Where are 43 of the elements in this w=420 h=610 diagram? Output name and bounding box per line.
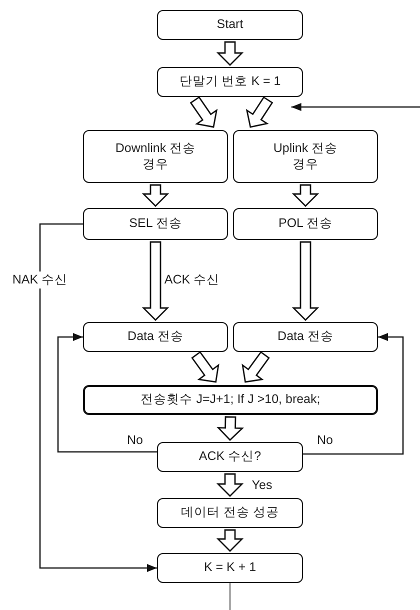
node-text: SEL 전송 xyxy=(129,216,182,232)
node-text: 데이터 전송 성공 xyxy=(181,505,279,521)
node-text: Downlink 전송 경우 xyxy=(114,140,197,172)
block-arrow xyxy=(292,184,320,207)
process-box xyxy=(83,385,378,415)
block-arrow xyxy=(216,416,244,441)
process-box xyxy=(83,208,228,240)
block-arrow xyxy=(190,96,218,128)
arrow xyxy=(303,333,404,455)
edge-label: No xyxy=(125,433,145,447)
block-arrow xyxy=(216,41,244,66)
process-box xyxy=(157,498,303,528)
process-box xyxy=(157,442,303,472)
block-arrow xyxy=(216,529,244,552)
node-text: Data 전송 xyxy=(128,329,184,345)
block-arrow xyxy=(246,96,274,128)
block-arrow xyxy=(191,351,220,383)
node-text: Data 전송 xyxy=(278,329,334,345)
process-box xyxy=(157,67,303,97)
edge-label: Yes xyxy=(250,478,274,492)
node-text: ACK 수신? xyxy=(198,449,262,465)
process-box xyxy=(83,130,228,183)
node-text: POL 전송 xyxy=(278,216,333,232)
process-box xyxy=(233,130,378,183)
process-box xyxy=(83,322,228,352)
process-box xyxy=(233,208,378,240)
block-arrow xyxy=(142,184,170,207)
block-arrow xyxy=(216,473,244,497)
node-text: Start xyxy=(216,17,244,33)
arrow xyxy=(291,103,420,111)
block-arrow xyxy=(292,241,320,321)
process-box xyxy=(157,10,303,40)
arrow xyxy=(57,333,157,453)
node-text: 단말기 번호 K = 1 xyxy=(179,74,281,90)
node-text: 전송횟수 J=J+1; If J >10, break; xyxy=(140,392,320,408)
node-text: Uplink 전송 경우 xyxy=(272,140,339,172)
edge-label: No xyxy=(315,433,335,447)
node-text: K = K + 1 xyxy=(204,560,256,576)
arrow xyxy=(39,223,157,572)
process-box xyxy=(233,322,378,352)
process-box xyxy=(157,553,303,583)
block-arrow xyxy=(142,241,170,321)
block-arrow xyxy=(242,351,270,383)
